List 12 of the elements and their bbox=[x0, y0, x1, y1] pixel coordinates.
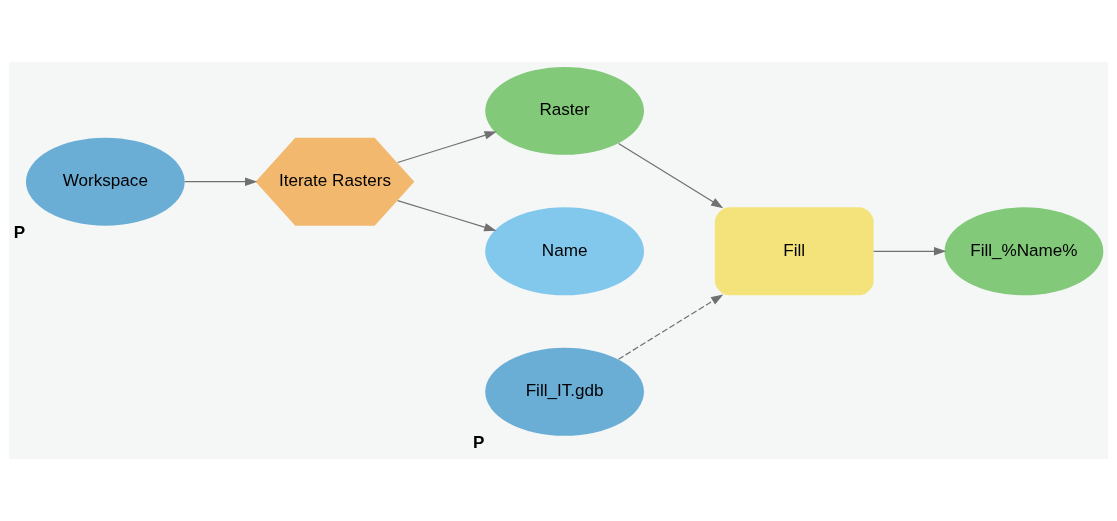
arrow bbox=[617, 294, 724, 360]
node-label: P bbox=[472, 433, 485, 453]
arrow bbox=[617, 142, 724, 209]
arrow bbox=[397, 199, 497, 232]
node-box: Fill bbox=[714, 207, 874, 296]
arrow bbox=[873, 247, 947, 256]
node-ellipse: Workspace bbox=[25, 137, 185, 226]
node-label: P bbox=[13, 223, 26, 243]
arrow bbox=[397, 131, 497, 164]
node-ellipse: Fill_IT.gdb bbox=[485, 347, 644, 436]
arrow bbox=[184, 177, 258, 186]
node-ellipse: Fill_%Name% bbox=[944, 207, 1104, 296]
